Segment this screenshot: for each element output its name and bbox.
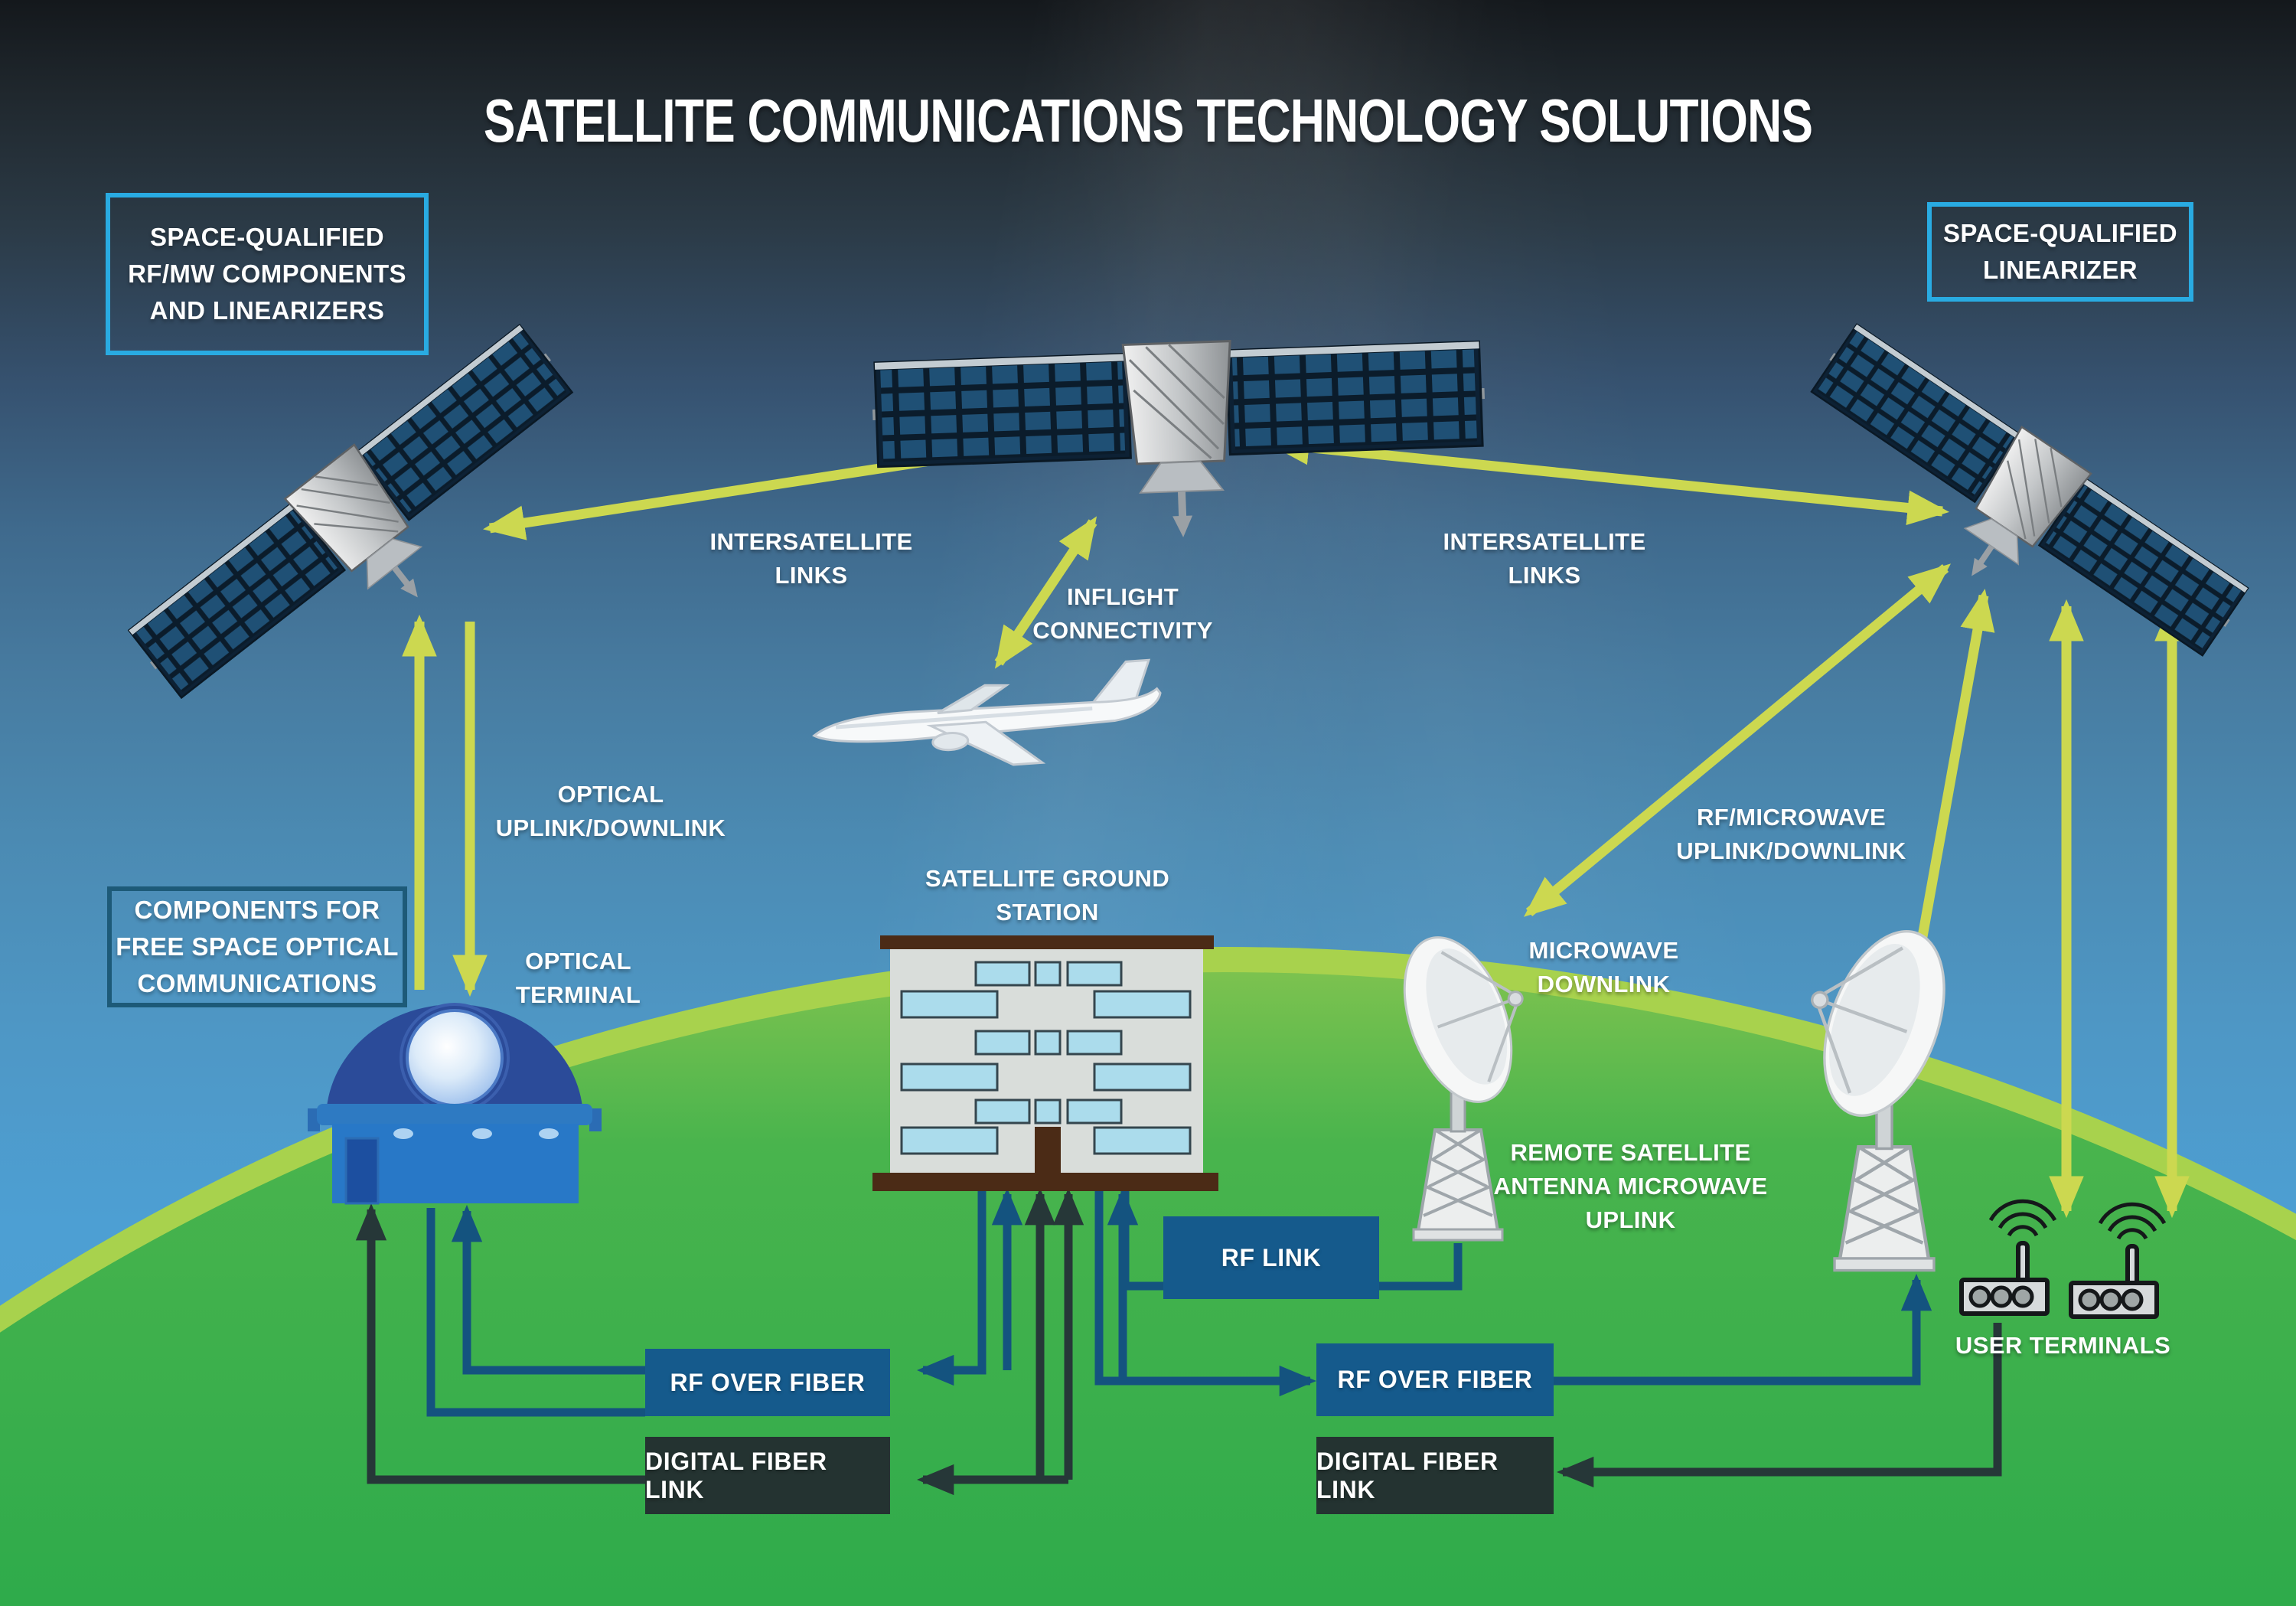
link-arrows-lime xyxy=(402,427,2190,1219)
cable-dfl-to-dome xyxy=(355,1203,645,1484)
arrow-remote-uplink xyxy=(1911,589,1995,972)
label-user-terminals: USER TERMINALS xyxy=(1955,1332,2171,1359)
fiber-cables-dark xyxy=(355,1187,2002,1496)
center-satellite-icon xyxy=(869,331,1491,550)
label-optical-uplink-downlink: OPTICAL UPLINK/DOWNLINK xyxy=(495,781,726,842)
arrow-inflight-connectivity xyxy=(994,516,1097,669)
callout-space-qualified-rf: SPACE-QUALIFIED RF/MW COMPONENTS AND LIN… xyxy=(106,193,429,355)
label-optical-terminal: OPTICAL TERMINAL xyxy=(515,948,641,1009)
cable-terminals-to-dfl-right xyxy=(1556,1323,2002,1488)
rf-over-fiber-box-right: RF OVER FIBER xyxy=(1316,1343,1554,1416)
ground-station-building xyxy=(872,935,1218,1191)
cable-station-to-rfof-right xyxy=(1094,1191,1317,1397)
digital-fiber-link-box-right: DIGITAL FIBER LINK xyxy=(1316,1437,1554,1514)
airplane-icon xyxy=(812,658,1162,766)
label-intersatellite-links-left: INTERSATELLITE LINKS xyxy=(709,528,913,589)
dome-lens xyxy=(406,1009,504,1107)
arrow-rf-microwave-updown xyxy=(1523,563,1952,917)
label-rf-microwave-uplink-downlink: RF/MICROWAVE UPLINK/DOWNLINK xyxy=(1676,804,1906,865)
label-microwave-downlink: MICROWAVE DOWNLINK xyxy=(1528,937,1679,998)
digital-fiber-link-box-left: DIGITAL FIBER LINK xyxy=(645,1437,890,1514)
callout-space-qualified-linearizer: SPACE-QUALIFIED LINEARIZER xyxy=(1927,202,2193,302)
label-satellite-ground-station: SATELLITE GROUND STATION xyxy=(925,865,1170,926)
rf-link-box: RF LINK xyxy=(1163,1216,1379,1299)
page-title: SATELLITE COMMUNICATIONS TECHNOLOGY SOLU… xyxy=(483,87,1813,155)
left-satellite-icon xyxy=(120,316,617,753)
cable-rfof-right-to-dish xyxy=(1554,1273,1932,1386)
dome-door xyxy=(344,1137,380,1205)
callout-components-fso: COMPONENTS FOR FREE SPACE OPTICAL COMMUN… xyxy=(107,886,407,1007)
label-intersatellite-links-right: INTERSATELLITE LINKS xyxy=(1443,528,1646,589)
cable-rfof-to-dome-plain xyxy=(426,1208,645,1417)
rf-over-fiber-box-left: RF OVER FIBER xyxy=(645,1349,890,1416)
building-door xyxy=(1035,1127,1061,1173)
label-remote-satellite-uplink: REMOTE SATELLITE ANTENNA MICROWAVE UPLIN… xyxy=(1493,1139,1768,1234)
arrow-intersatellite-right xyxy=(1267,429,1950,526)
label-inflight-connectivity: INFLIGHT CONNECTIVITY xyxy=(1032,583,1213,645)
cable-station-to-rfof-left xyxy=(916,1191,987,1386)
building-windows xyxy=(900,961,1192,1155)
optical-terminal-dome xyxy=(308,1003,602,1205)
cable-rfof-to-dome-arrow xyxy=(451,1204,645,1375)
